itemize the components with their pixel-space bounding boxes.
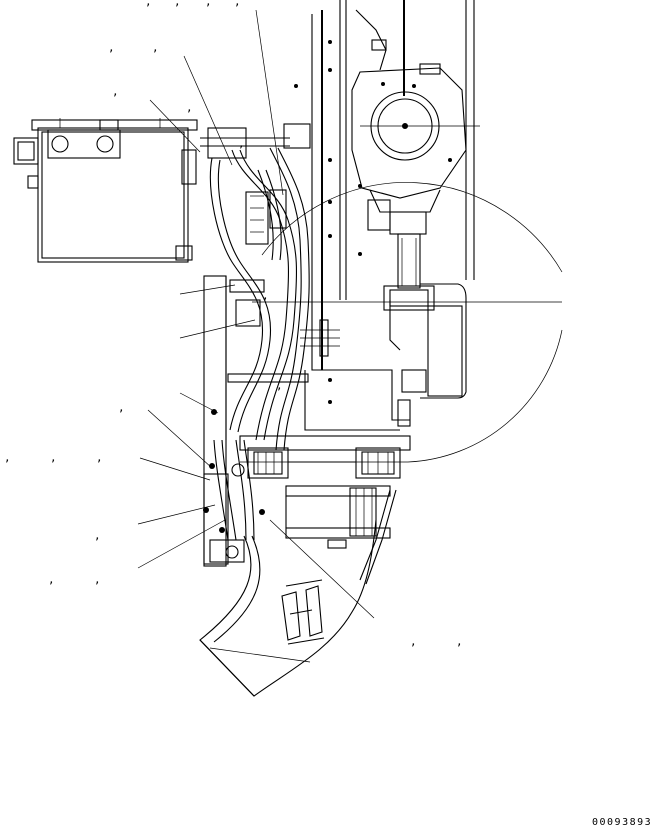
main-frame xyxy=(203,0,475,567)
hydraulic-tank xyxy=(13,118,198,263)
callout-mark: , xyxy=(96,451,103,464)
callout-mark: , xyxy=(112,85,119,98)
boom-arm xyxy=(199,519,377,697)
callout-mark: , xyxy=(4,451,11,464)
callout-mark: , xyxy=(145,0,152,8)
callout-mark: , xyxy=(186,101,193,114)
boom-cylinder xyxy=(285,485,397,585)
callout-mark: , xyxy=(174,0,181,8)
right-side-block xyxy=(389,283,467,427)
callout-mark: , xyxy=(50,451,57,464)
hydraulic-hose-bundle xyxy=(200,137,310,541)
swivel-fittings xyxy=(203,409,401,565)
leader-lines xyxy=(137,9,375,619)
callout-mark: , xyxy=(234,0,241,8)
swing-radius-arc xyxy=(240,182,563,463)
callout-mark: , xyxy=(94,529,101,542)
control-valve-blocks xyxy=(229,40,362,404)
callout-mark: , xyxy=(456,635,463,648)
callout-mark: , xyxy=(262,289,269,302)
callout-mark: , xyxy=(410,635,417,648)
callout-mark: , xyxy=(108,41,115,54)
callout-mark: , xyxy=(238,137,245,150)
callout-mark: , xyxy=(152,41,159,54)
drawing-number: 00093893 xyxy=(592,817,653,828)
callout-mark: , xyxy=(205,0,212,8)
swing-gear-housing xyxy=(351,9,480,311)
callout-mark: , xyxy=(276,379,283,392)
callout-mark: , xyxy=(118,401,125,414)
callout-mark: , xyxy=(48,573,55,586)
callout-mark: , xyxy=(94,573,101,586)
